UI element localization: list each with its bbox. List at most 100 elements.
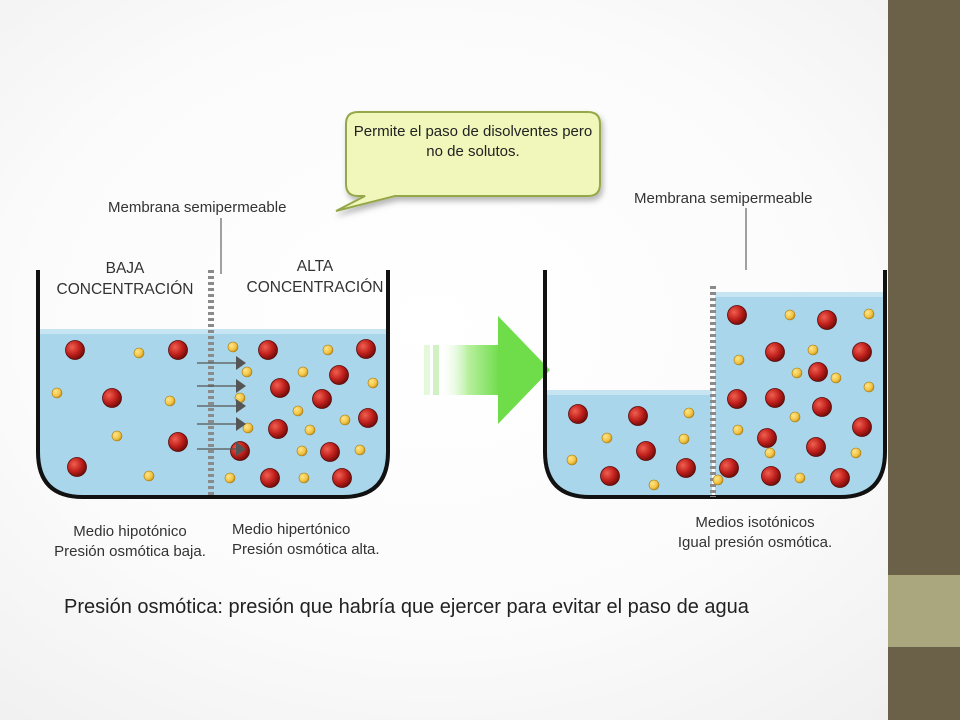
caption-definition: Presión osmótica: presión que habría que… <box>64 596 749 618</box>
solvent-particle <box>648 479 660 491</box>
left-membrane-label: Membrana semipermeable <box>108 199 287 216</box>
solute-particle <box>830 468 850 488</box>
flow-arrow-head <box>236 442 246 456</box>
solute-particle <box>727 305 747 325</box>
left-beaker <box>36 218 390 499</box>
solute-particle <box>268 419 288 439</box>
solvent-particle <box>678 433 690 445</box>
solvent-particle <box>863 308 875 320</box>
solvent-particle <box>224 472 236 484</box>
solvent-particle <box>298 472 310 484</box>
solvent-particle <box>297 366 309 378</box>
right-membrane-label: Membrana semipermeable <box>634 190 813 207</box>
solute-particle <box>260 468 280 488</box>
solvent-particle <box>712 474 724 486</box>
flow-arrow-head <box>236 379 246 393</box>
solute-particle <box>320 442 340 462</box>
solute-particle <box>806 437 826 457</box>
solute-particle <box>102 388 122 408</box>
solute-particle <box>765 342 785 362</box>
solute-particle <box>727 389 747 409</box>
solvent-particle <box>242 422 254 434</box>
solvent-particle <box>164 395 176 407</box>
solute-particle <box>628 406 648 426</box>
solvent-particle <box>354 444 366 456</box>
solute-particle <box>812 397 832 417</box>
solute-particle <box>852 417 872 437</box>
solute-particle <box>761 466 781 486</box>
callout-bubble <box>335 111 601 212</box>
solute-particle <box>258 340 278 360</box>
flow-arrow-head <box>236 399 246 413</box>
solvent-particle <box>794 472 806 484</box>
solute-particle <box>358 408 378 428</box>
isotonic-medium-label: Medios isotónicos Igual presión osmótica… <box>640 513 870 553</box>
solute-particle <box>168 432 188 452</box>
solvent-particle <box>601 432 613 444</box>
osmosis-diagram <box>36 111 887 499</box>
solute-particle <box>168 340 188 360</box>
hypertonic-pressure: Presión osmótica alta. <box>232 541 380 558</box>
right-beaker-water-left <box>545 393 712 497</box>
solvent-particle <box>732 424 744 436</box>
left-beaker-wall <box>36 270 390 499</box>
hypertonic-title: Medio hipertónico <box>232 521 351 538</box>
solvent-particle <box>111 430 123 442</box>
solvent-particle <box>367 377 379 389</box>
solvent-particle <box>296 445 308 457</box>
transition-arrow <box>424 316 550 424</box>
solvent-particle <box>566 454 578 466</box>
isotonic-title: Medios isotónicos <box>695 514 815 531</box>
right-beaker-water-right <box>715 295 885 497</box>
solvent-particle <box>764 447 776 459</box>
solute-particle <box>67 457 87 477</box>
hypotonic-title: Medio hipotónico <box>73 523 187 540</box>
low-concentration-label: BAJA CONCENTRACIÓN <box>56 260 194 298</box>
solute-particle <box>332 468 352 488</box>
flow-arrow-head <box>236 417 246 431</box>
solute-particle <box>600 466 620 486</box>
solvent-particle <box>227 341 239 353</box>
solvent-particle <box>133 347 145 359</box>
sidebar-accent-band <box>888 575 960 647</box>
solute-particle <box>356 339 376 359</box>
solute-particle <box>719 458 739 478</box>
solvent-particle <box>733 354 745 366</box>
solvent-particle <box>292 405 304 417</box>
hypotonic-medium-label: Medio hipotónico Presión osmótica baja. <box>20 522 240 562</box>
solute-particle <box>765 388 785 408</box>
isotonic-pressure: Igual presión osmótica. <box>677 534 833 551</box>
solvent-particle <box>784 309 796 321</box>
right-beaker <box>543 208 887 499</box>
solvent-particle <box>830 372 842 384</box>
hypotonic-pressure: Presión osmótica baja. <box>54 543 206 560</box>
solvent-particle <box>143 470 155 482</box>
water-flow-arrows <box>197 356 246 456</box>
hypertonic-medium-label: Medio hipertónico Presión osmótica alta. <box>232 520 380 560</box>
solute-particle <box>817 310 837 330</box>
solute-particle <box>65 340 85 360</box>
solute-particle <box>329 365 349 385</box>
high-concentration-label: ALTA CONCENTRACIÓN <box>246 258 384 296</box>
solvent-particle <box>241 366 253 378</box>
solute-particle <box>636 441 656 461</box>
solute-particle <box>808 362 828 382</box>
solute-particle <box>676 458 696 478</box>
solvent-particle <box>683 407 695 419</box>
solvent-particle <box>791 367 803 379</box>
solute-particle <box>270 378 290 398</box>
flow-arrow-head <box>236 356 246 370</box>
solute-particle <box>757 428 777 448</box>
solute-particle <box>852 342 872 362</box>
solvent-particle <box>807 344 819 356</box>
solvent-particle <box>789 411 801 423</box>
callout-text: Permite el paso de disolventes pero no d… <box>353 123 593 160</box>
solvent-particle <box>51 387 63 399</box>
solute-particle <box>568 404 588 424</box>
solute-particle <box>312 389 332 409</box>
solvent-particle <box>863 381 875 393</box>
solvent-particle <box>322 344 334 356</box>
solvent-particle <box>339 414 351 426</box>
solvent-particle <box>850 447 862 459</box>
solvent-particle <box>304 424 316 436</box>
